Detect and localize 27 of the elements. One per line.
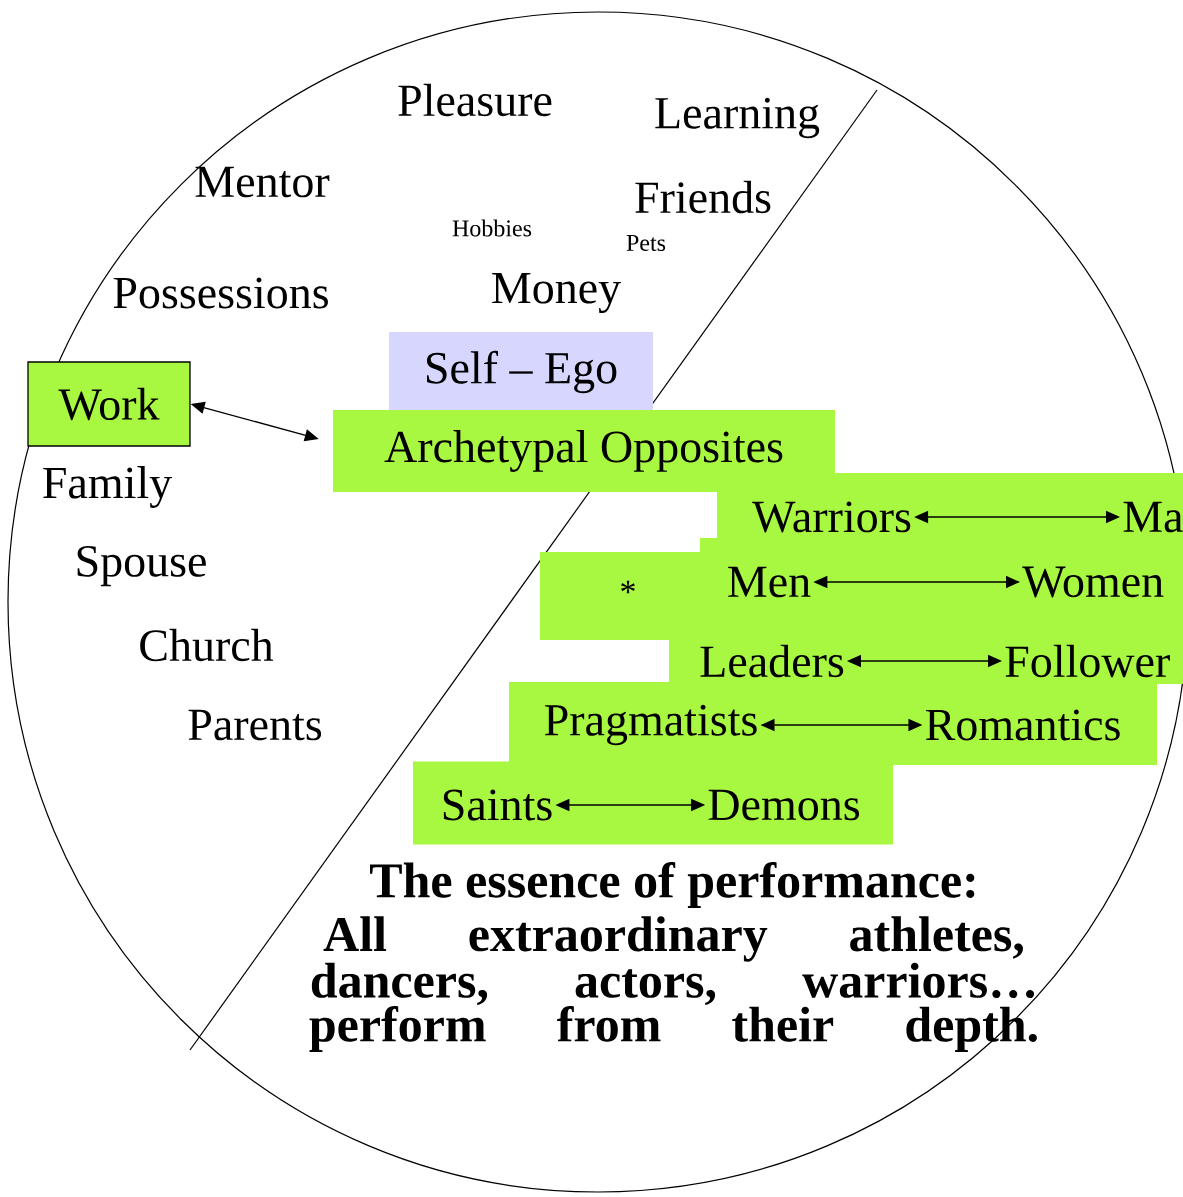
word-label: Follower [1005,644,1170,678]
word-label: Church [140,628,274,662]
word-label: Learning [655,97,820,139]
word-label: Men [728,566,811,598]
word-label: Pets [626,235,666,251]
word-label: Money [492,273,621,314]
word-label: Pleasure [398,83,552,117]
word-label: Leaders [700,644,844,678]
word-label: Spouse [77,545,206,587]
word-label: Parents [188,709,322,741]
word-label: Friends [635,180,771,214]
word-label: Pragmatists [545,704,757,746]
word-label: Demons [708,789,859,821]
word-label: Romantics [925,709,1120,741]
word-label: Women [1022,566,1164,598]
word-label: Mentor [195,166,330,198]
heading: The essence of performance: [370,862,975,908]
word-label: Warriors [752,501,911,533]
word-label: * [621,580,635,594]
word-label: Saints [443,789,552,821]
highlight-band [413,761,893,845]
highlight-box: Archetypal Opposites [333,410,835,492]
process-box: Work [27,361,191,447]
word-label: Hobbies [452,219,532,237]
word-label: Ma [1123,501,1183,533]
word-label: Possessions [113,277,328,309]
highlight-box: Self – Ego [389,332,653,412]
